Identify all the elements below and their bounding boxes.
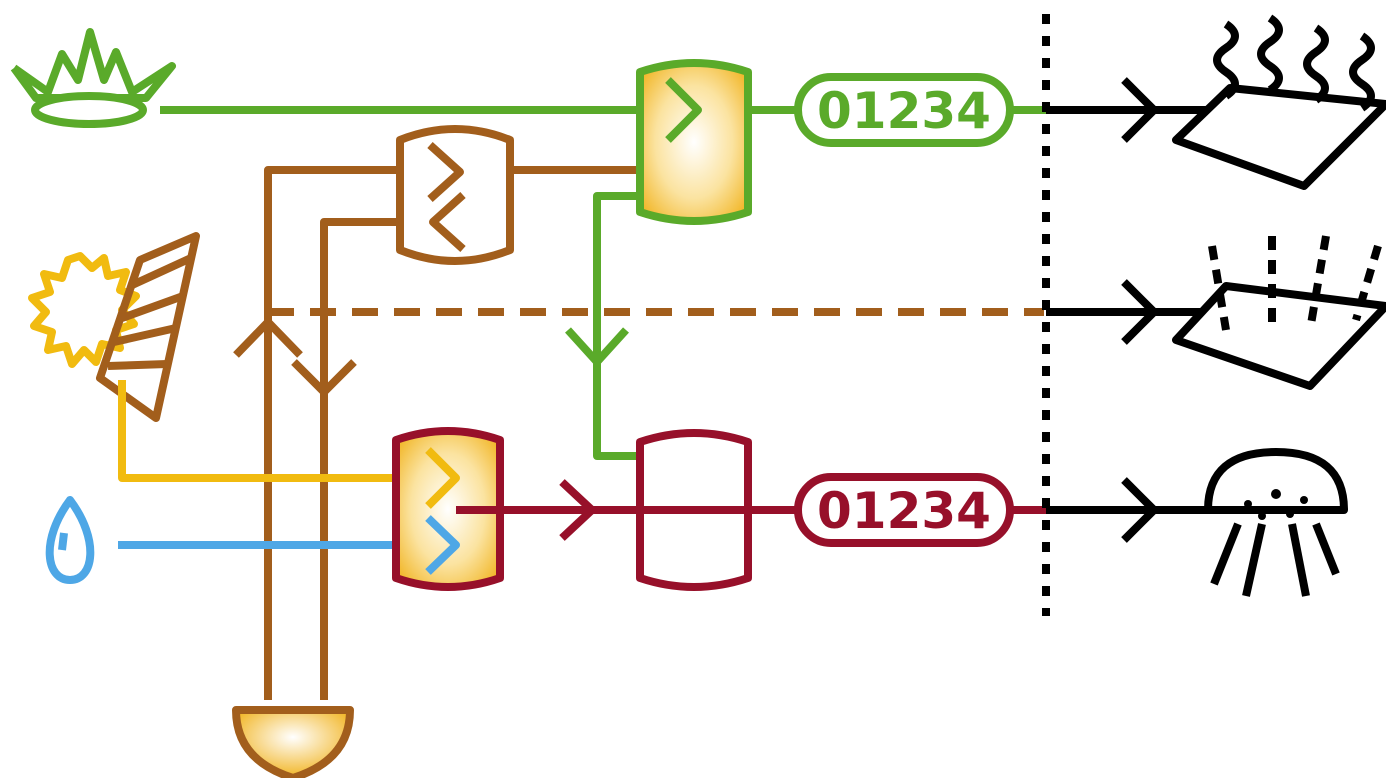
ground-loop-pipes: [233, 166, 1044, 700]
heating-pipes: [160, 106, 1046, 460]
shower-holes: [1244, 489, 1308, 520]
heating-consumer-arrow-icon: [1121, 77, 1158, 143]
water-meter: 01234: [794, 473, 1014, 547]
cooling-consumer-arrow-icon: [1121, 279, 1158, 345]
water-meter-reading: 01234: [817, 482, 991, 540]
solar-collector-icon: [28, 232, 200, 422]
water-heater-tank: [392, 427, 504, 591]
floor-cooling-icon: [1172, 235, 1386, 390]
heat-pump-lower-chevron-icon: [429, 192, 466, 252]
water-drop-icon: [45, 496, 95, 584]
hot-water-pipes: [456, 479, 1046, 541]
hot-water-arrow-icon: [559, 479, 596, 541]
solar-inlet-arrow-icon: [425, 447, 460, 509]
heat-meter-reading: 01234: [817, 82, 991, 140]
solar-pipe: [118, 380, 460, 482]
green-down-arrow-icon: [565, 327, 629, 366]
ground-probe-icon: [232, 706, 354, 778]
radiator-heating-icon: [1172, 14, 1386, 190]
tank-flow-arrow-icon: [665, 77, 702, 143]
up-arrow-icon: [233, 318, 303, 358]
tank-to-water-heater-pipe: [593, 192, 640, 460]
heat-pump-upper-chevron-icon: [427, 142, 464, 202]
buffer-tank: [636, 429, 752, 591]
heat-meter: 01234: [794, 73, 1014, 147]
water-inlet-arrow-icon: [425, 515, 460, 575]
gas-burner-icon: [10, 28, 176, 128]
water-consumer-arrow-icon: [1121, 477, 1158, 543]
ground-loop-inner-pipe: [320, 218, 400, 700]
heat-storage-tank: [636, 59, 752, 225]
shower-head-icon: [1204, 448, 1348, 597]
consumer-lines: [1046, 77, 1220, 543]
ground-loop-outer-pipe: [264, 166, 400, 700]
heat-pump-unit: [396, 125, 514, 265]
down-arrow-icon: [291, 359, 357, 396]
